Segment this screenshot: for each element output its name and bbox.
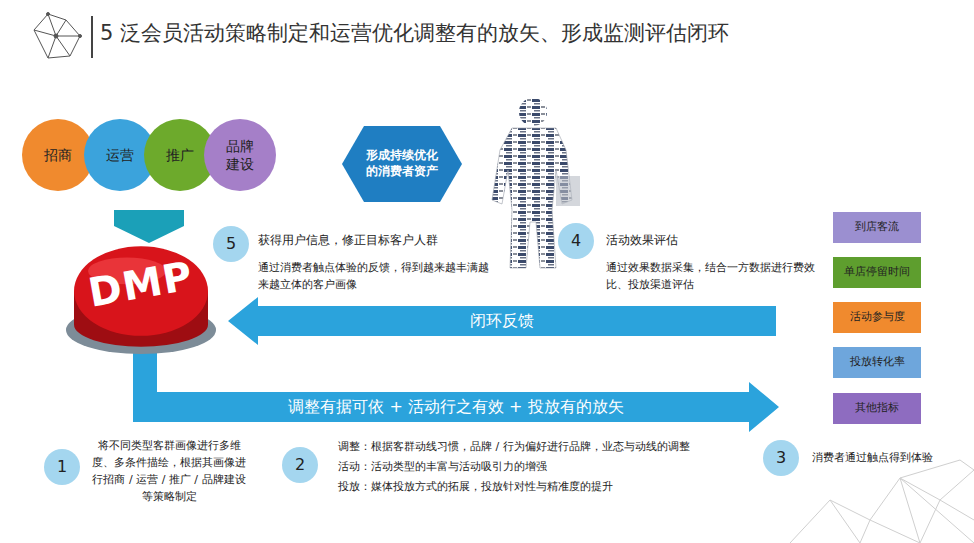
logo-network bbox=[34, 13, 82, 59]
metric-box-text: 活动参与度 bbox=[850, 310, 905, 324]
business-circle-text: 品牌建设 bbox=[224, 137, 256, 173]
metric-box-text: 单店停留时间 bbox=[844, 265, 910, 279]
note-text: 消费者通过触点得到体验 bbox=[812, 449, 962, 466]
note-text: 通过效果数据采集，结合一方数据进行费效比、投放渠道评估 bbox=[606, 259, 824, 293]
callout-number-text: 2 bbox=[295, 455, 305, 476]
callout-number-text: 1 bbox=[57, 457, 67, 478]
callout-number-text: 4 bbox=[571, 231, 581, 252]
title-separator bbox=[91, 16, 93, 58]
business-circle-text: 招商 bbox=[44, 146, 72, 164]
metric-box: 活动参与度 bbox=[833, 302, 921, 333]
metric-box-text: 其他指标 bbox=[855, 401, 899, 415]
vertical-feed-bar bbox=[133, 352, 157, 394]
down-chevron-arrow bbox=[114, 210, 184, 243]
metric-box-text: 投放转化率 bbox=[850, 355, 905, 369]
callout-number: 4 bbox=[558, 223, 594, 259]
callout-number-text: 5 bbox=[226, 234, 236, 255]
metric-box: 到店客流 bbox=[833, 212, 921, 243]
callout-number: 5 bbox=[213, 226, 249, 262]
title: 5 泛会员活动策略制定和运营优化调整有的放矢、形成监测评估闭环 bbox=[100, 20, 729, 47]
note-text: 活动：活动类型的丰富与活动吸引力的增强 bbox=[338, 458, 778, 475]
double-arrow: 形成持续优化的消费者资产 bbox=[342, 126, 462, 202]
note-text: 通过消费者触点体验的反馈，得到越来越丰满越来越立体的客户画像 bbox=[258, 259, 490, 293]
note-text: 获得用户信息，修正目标客户人群 bbox=[258, 232, 518, 250]
business-circle: 品牌建设 bbox=[204, 119, 276, 191]
metric-box-text: 到店客流 bbox=[855, 220, 899, 234]
note-text: 投放：媒体投放方式的拓展，投放针对性与精准度的提升 bbox=[338, 478, 778, 495]
corner-mesh bbox=[790, 460, 974, 543]
callout-number: 1 bbox=[44, 449, 80, 485]
adjust-band: 调整有据可依 + 活动行之有效 + 投放有的放矢 bbox=[133, 382, 779, 432]
dmp-button: DMP bbox=[66, 244, 216, 356]
feedback-band-text: 闭环反馈 bbox=[470, 311, 534, 332]
note-text: 调整：根据客群动线习惯，品牌 / 行为偏好进行品牌，业态与动线的调整 bbox=[338, 438, 778, 455]
metric-box: 其他指标 bbox=[833, 393, 921, 424]
business-circle-text: 运营 bbox=[106, 146, 134, 164]
feedback-band: 闭环反馈 bbox=[228, 297, 776, 345]
adjust-band-text: 调整有据可依 + 活动行之有效 + 投放有的放矢 bbox=[288, 397, 623, 418]
note-text: 活动效果评估 bbox=[606, 232, 806, 250]
business-circle-text: 推广 bbox=[166, 146, 194, 164]
callout-number: 2 bbox=[282, 447, 318, 483]
double-arrow-text: 形成持续优化的消费者资产 bbox=[364, 148, 440, 179]
metric-box: 单店停留时间 bbox=[833, 257, 921, 288]
callout-number-text: 3 bbox=[776, 448, 786, 469]
note-text: 将不同类型客群画像进行多维度、多条件描绘，根据其画像进行招商 / 运营 / 推广… bbox=[88, 437, 250, 505]
metric-box: 投放转化率 bbox=[833, 347, 921, 378]
callout-number: 3 bbox=[763, 440, 799, 476]
